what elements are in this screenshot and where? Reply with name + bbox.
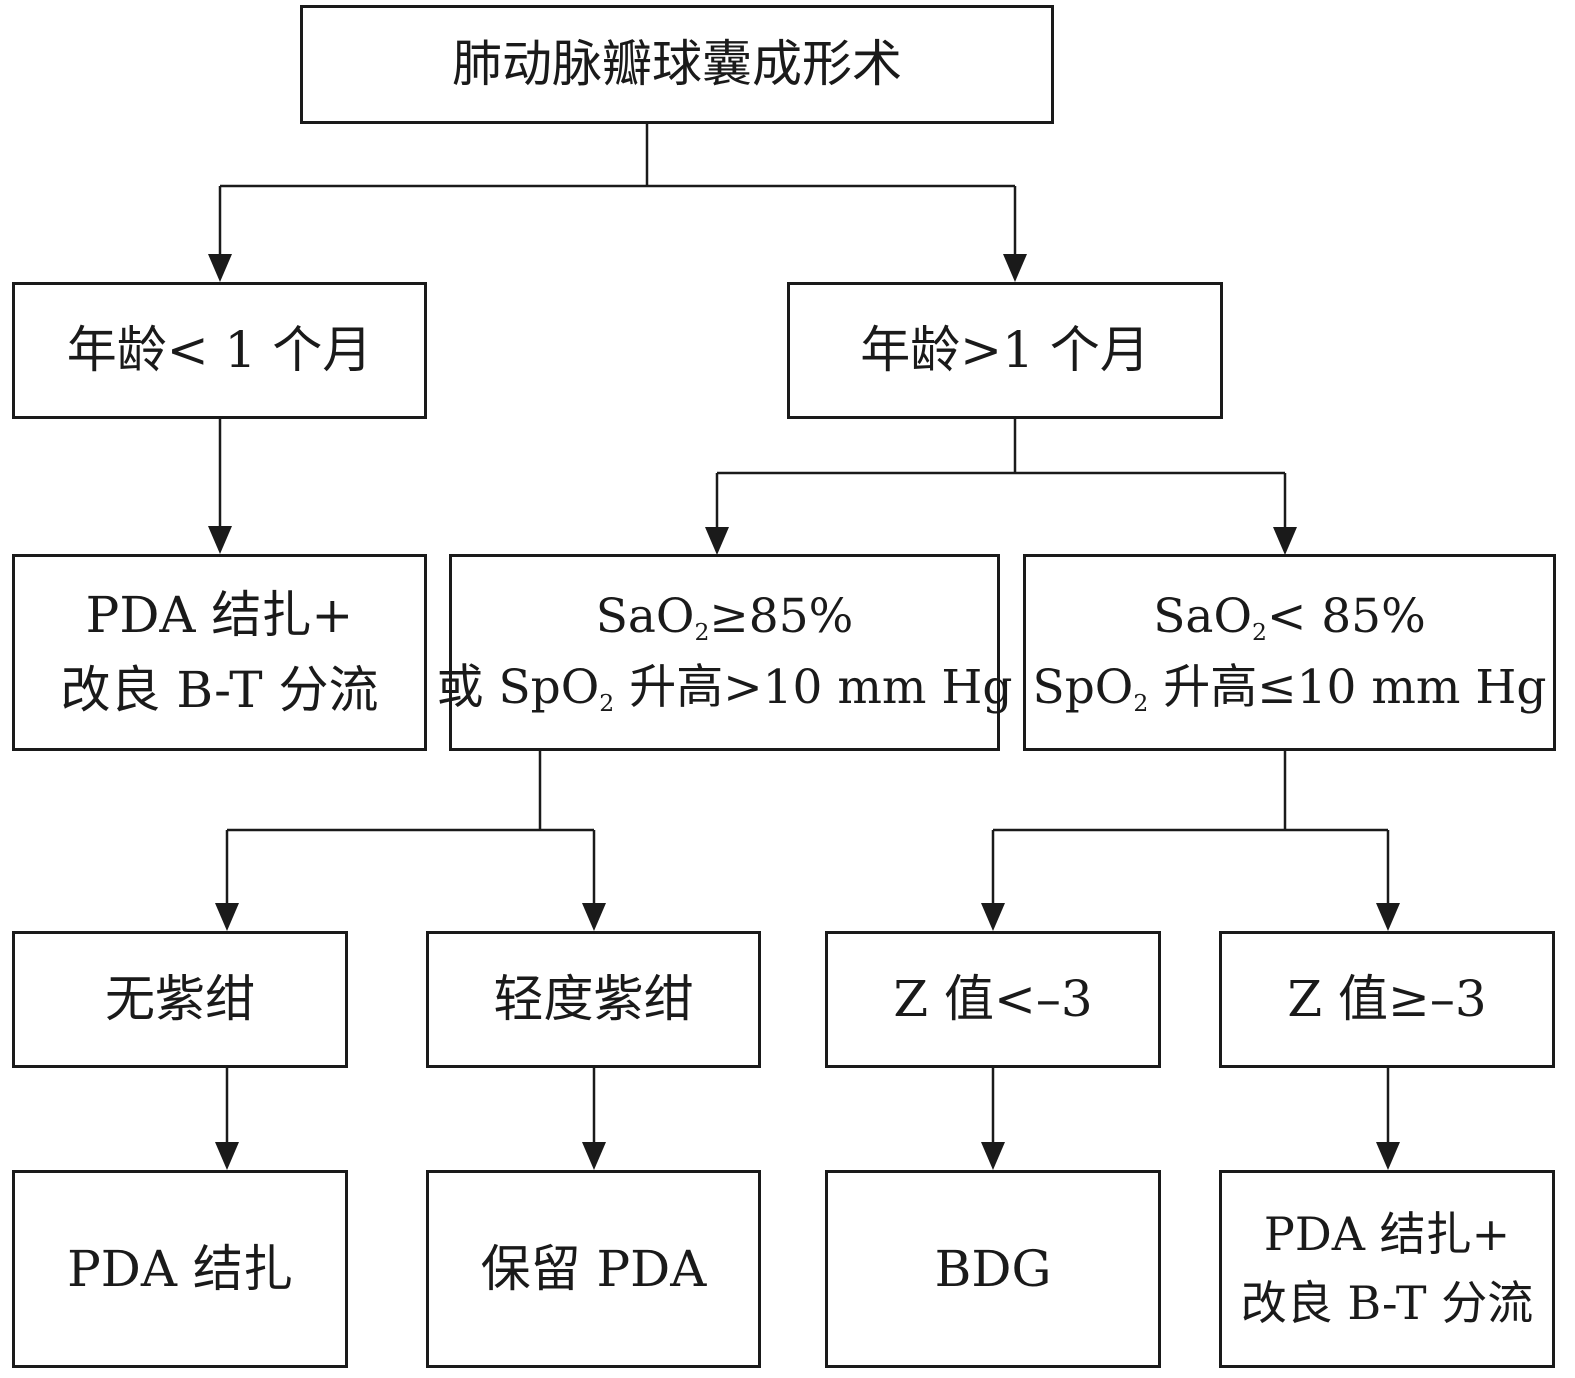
arrowhead-bdg: [981, 1142, 1005, 1170]
arrowhead-z-ge: [1376, 903, 1400, 931]
arrowhead-age-lt: [208, 254, 232, 282]
node-mild-cyanosis-label: 轻度紫绀: [493, 970, 694, 1028]
connector-root-split: [218, 123, 1017, 262]
arrowhead-mild-cyanosis: [582, 903, 606, 931]
node-pda-bt-left-line2: 改良 B-T 分流: [60, 660, 379, 719]
node-pda-ligation: PDA 结扎: [12, 1170, 348, 1368]
node-sao2-ge-line1: SaO2≥85%: [595, 589, 854, 647]
node-age-gt-label: 年龄>1 个月: [860, 321, 1150, 379]
node-z-value-ge-minus-3: Z 值≥–3: [1219, 931, 1555, 1068]
node-bdg: BDG: [825, 1170, 1161, 1368]
node-keep-pda-label: 保留 PDA: [480, 1239, 707, 1298]
arrowhead-keep-pda: [582, 1142, 606, 1170]
node-root-procedure: 肺动脉瓣球囊成形术: [300, 5, 1054, 124]
arrowhead-sao2-lt: [1273, 527, 1297, 555]
connector-age-gt-split: [715, 418, 1287, 535]
node-sao2-lt-line1: SaO2< 85%: [1153, 589, 1426, 647]
node-age-lt-label: 年龄< 1 个月: [66, 321, 373, 379]
node-sao2-lt-line2: SpO2 升高≤10 mm Hg: [1032, 659, 1547, 717]
connector-sao2-ge-split: [225, 750, 596, 911]
node-z-lt-label: Z 值<–3: [893, 970, 1093, 1028]
arrowhead-sao2-ge: [705, 527, 729, 555]
node-pda-ligation-bt-shunt-left: PDA 结扎+ 改良 B-T 分流: [12, 554, 427, 751]
arrowhead-age-gt: [1003, 254, 1027, 282]
node-sao2-ge-85: SaO2≥85% 或 SpO2 升高>10 mm Hg: [437, 554, 1012, 751]
node-sao2-ge-line2: 或 SpO2 升高>10 mm Hg: [436, 659, 1013, 717]
node-no-cyanosis: 无紫绀: [12, 931, 348, 1068]
arrowhead-pda-ligation: [215, 1142, 239, 1170]
node-age-greater-than-1-month: 年龄>1 个月: [787, 282, 1223, 419]
node-mild-cyanosis: 轻度紫绀: [426, 931, 761, 1068]
node-sao2-lt-85: SaO2< 85% SpO2 升高≤10 mm Hg: [1023, 554, 1556, 751]
node-pda-bt-right-line2: 改良 B-T 分流: [1240, 1276, 1534, 1330]
connector-sao2-lt-split: [991, 750, 1390, 911]
arrowhead-no-cyanosis: [215, 903, 239, 931]
arrowhead-pda-bt-right: [1376, 1142, 1400, 1170]
node-pda-ligation-label: PDA 结扎: [67, 1239, 293, 1298]
node-age-less-than-1-month: 年龄< 1 个月: [12, 282, 427, 419]
node-z-ge-label: Z 值≥–3: [1287, 970, 1487, 1028]
node-pda-ligation-bt-shunt-right: PDA 结扎+ 改良 B-T 分流: [1219, 1170, 1555, 1368]
node-keep-pda: 保留 PDA: [426, 1170, 761, 1368]
node-no-cyanosis-label: 无紫绀: [105, 970, 255, 1028]
node-z-value-less-than-minus-3: Z 值<–3: [825, 931, 1161, 1068]
arrowhead-z-lt: [981, 903, 1005, 931]
arrowhead-pda-bt-left: [208, 526, 232, 554]
node-root-label: 肺动脉瓣球囊成形术: [452, 35, 902, 93]
node-pda-bt-right-line1: PDA 结扎+: [1263, 1207, 1511, 1261]
node-pda-bt-left-line1: PDA 结扎+: [85, 585, 354, 644]
node-bdg-label: BDG: [934, 1239, 1052, 1298]
